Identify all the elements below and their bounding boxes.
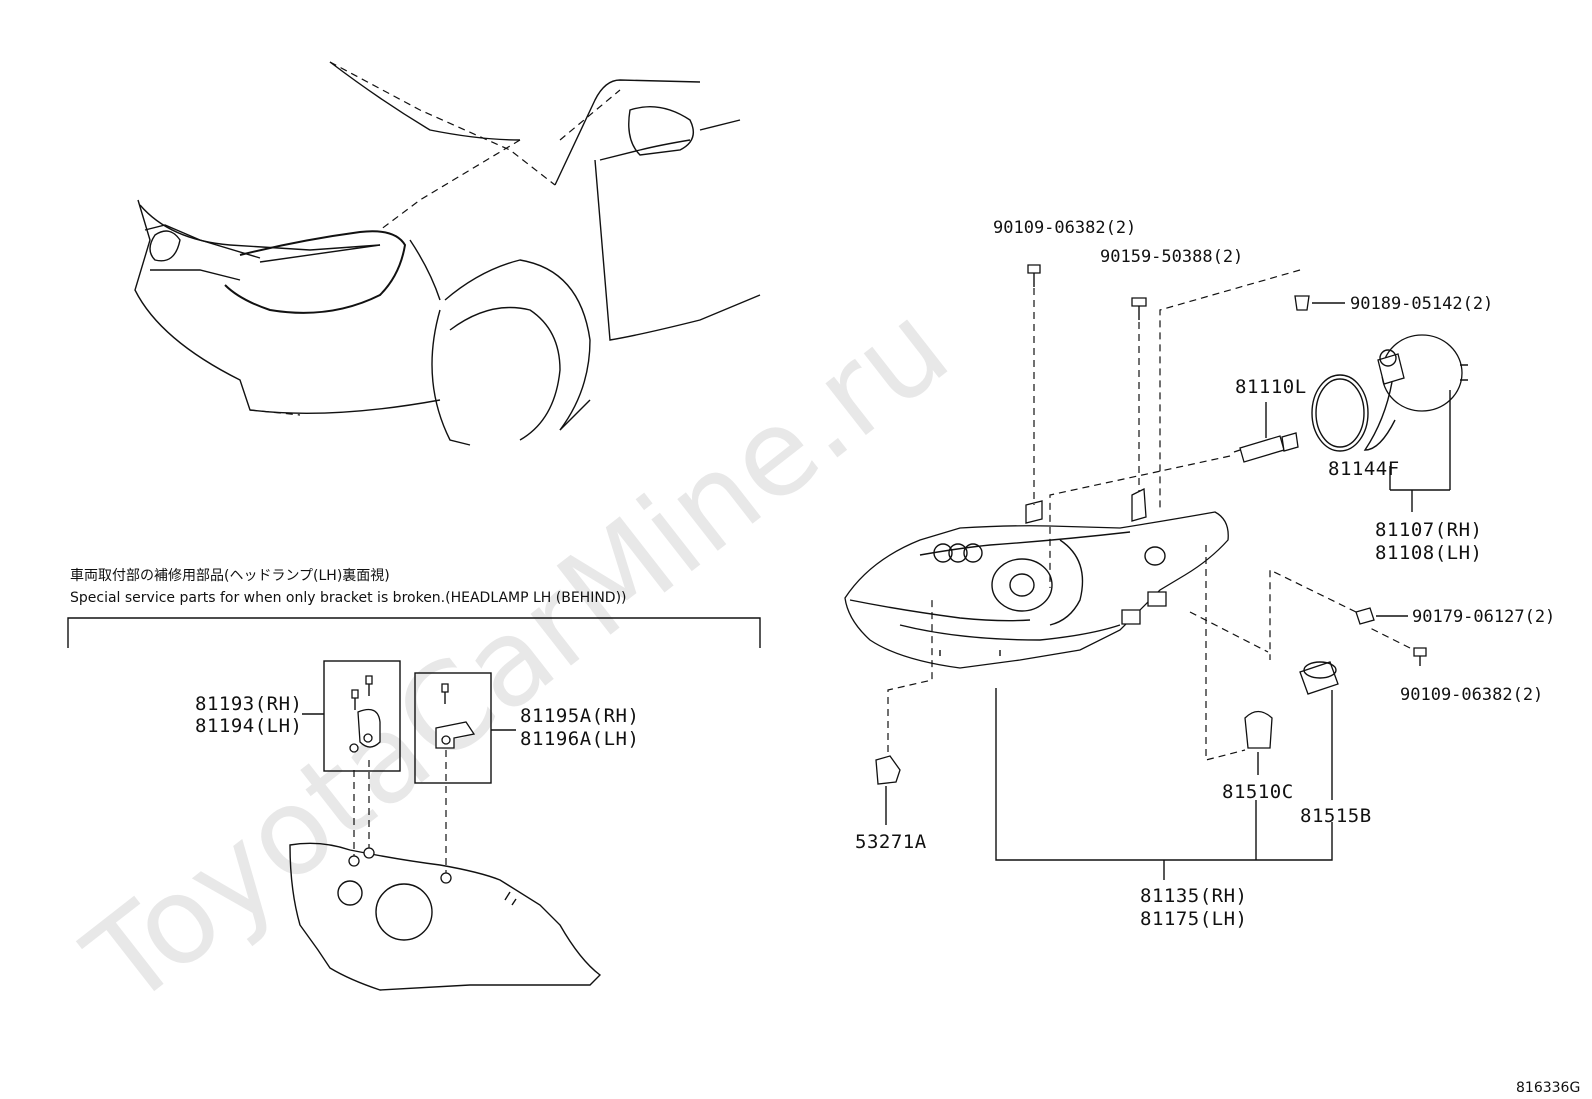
part-label-90159: 90159-50388(2) [1100, 247, 1243, 267]
part-label-81196a: 81196A(LH) [520, 728, 639, 750]
part-label-90189: 90189-05142(2) [1350, 294, 1493, 314]
service-bracket-frame [67, 617, 761, 648]
car-overview-illustration [134, 61, 761, 446]
part-label-81515b: 81515B [1300, 805, 1372, 827]
part-label-90109-lower: 90109-06382(2) [1400, 685, 1543, 705]
clip-icon [1294, 295, 1310, 311]
service-note-jp: 車両取付部の補修用部品(ヘッドランプ(LH)裏面視) [70, 567, 390, 584]
seal-ring-icon [1311, 374, 1369, 452]
watermark-text: ToyotaCarMine.ru [61, 278, 973, 1034]
bracket-kit-illustration [349, 675, 381, 753]
bracket-kit-a-illustration [435, 683, 476, 749]
part-label-53271a: 53271A [855, 831, 927, 853]
bracket-kit-box-a [414, 672, 492, 784]
part-label-81194: 81194(LH) [195, 715, 302, 737]
part-label-81107: 81107(RH) [1375, 519, 1482, 541]
drop-line-clip [1159, 269, 1301, 512]
bolt-icon-top [1027, 264, 1041, 287]
retainer-icon-53271a [875, 755, 901, 785]
bolt-icon-lower [1413, 647, 1427, 666]
part-label-81175: 81175(LH) [1140, 908, 1247, 930]
part-label-81510c: 81510C [1222, 781, 1294, 803]
drop-line-53271a [887, 600, 933, 752]
headlamp-back-outline [289, 842, 602, 991]
socket-icon-81515b [1299, 661, 1339, 695]
part-label-81144f: 81144F [1328, 458, 1400, 480]
service-note-en: Special service parts for when only brac… [70, 590, 627, 606]
ballast-cap-icon [1363, 334, 1468, 451]
drop-line-81510c [1205, 545, 1246, 761]
leader-bracket-81135 [995, 688, 1333, 880]
drop-line-clip-90179 [1269, 569, 1357, 660]
part-label-90179: 90179-06127(2) [1412, 607, 1555, 627]
part-label-81108: 81108(LH) [1375, 542, 1482, 564]
bulb-icon-81110l [1233, 432, 1299, 463]
part-label-90109-top: 90109-06382(2) [993, 218, 1136, 238]
drop-line-bulb [1049, 455, 1231, 588]
leader-line-81107 [1389, 390, 1451, 512]
clip-icon-90179 [1355, 607, 1375, 625]
headlamp-assembly-illustration [844, 487, 1229, 669]
bracket-kit-box-rh-lh [323, 660, 401, 772]
part-label-81195a: 81195A(RH) [520, 705, 639, 727]
bulb-icon-81510c [1244, 710, 1273, 749]
screw-icon [1131, 297, 1147, 320]
part-label-81193: 81193(RH) [195, 693, 302, 715]
figure-code: 816336G [1516, 1080, 1580, 1096]
part-label-81135: 81135(RH) [1140, 885, 1247, 907]
part-label-81110l: 81110L [1235, 376, 1307, 398]
